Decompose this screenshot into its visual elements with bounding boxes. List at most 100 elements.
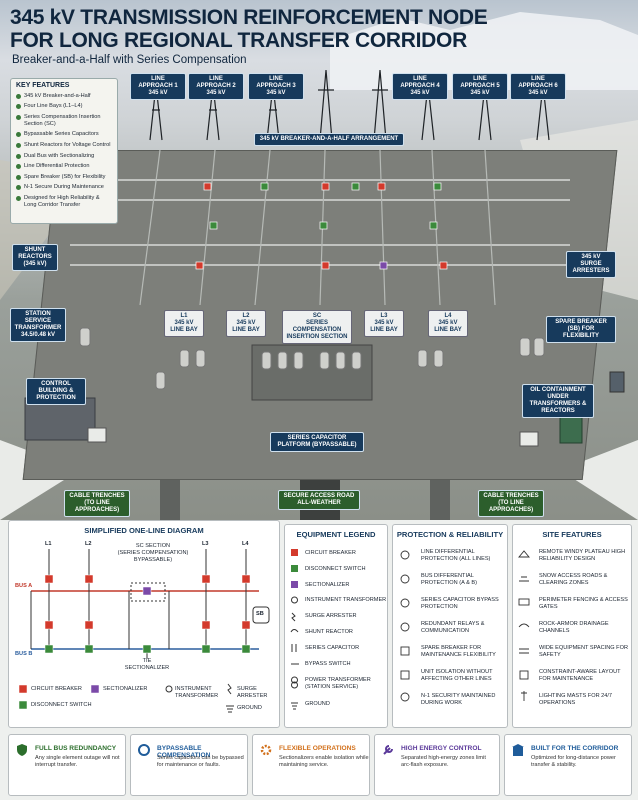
arrangement-label: 345 kV BREAKER-AND-A-HALF ARRANGEMENT — [254, 133, 404, 146]
site-item: LIGHTING MASTS FOR 24/7 OPERATIONS — [539, 693, 613, 706]
equipment-legend-panel: EQUIPMENT LEGEND CIRCUIT BREAKER DISCONN… — [284, 524, 388, 728]
protection-item: SPARE BREAKER FOR MAINTENANCE FLEXIBILIT… — [421, 645, 496, 658]
gear-icon — [260, 744, 272, 756]
bus-a-label: BUS A — [15, 583, 33, 589]
eq-sectionalizer: SECTIONALIZER — [305, 582, 350, 588]
legend-sectionalizer: SECTIONALIZER — [103, 686, 148, 692]
eq-power-transformer: POWER TRANSFORMER (STATION SERVICE) — [305, 677, 371, 690]
legend-circuit-breaker: CIRCUIT BREAKER — [31, 686, 82, 692]
protection-item: REDUNDANT RELAYS & COMMUNICATION — [421, 621, 485, 634]
one-line-l3-label: L3 — [202, 541, 209, 547]
eq-disconnect-switch: DISCONNECT SWITCH — [305, 566, 366, 572]
one-line-l1-label: L1 — [45, 541, 52, 547]
site-item: ROCK-ARMOR DRAINAGE CHANNELS — [539, 621, 609, 634]
page-subtitle: Breaker-and-a-Half with Series Compensat… — [12, 54, 247, 66]
one-line-l4-label: L4 — [242, 541, 249, 547]
cable-trenches-right-label: CABLE TRENCHES (TO LINE APPROACHES) — [478, 490, 544, 517]
one-line-diagram — [18, 549, 270, 713]
benefit-text: Optimized for long-distance power transf… — [531, 755, 616, 768]
site-item: WIDE EQUIPMENT SPACING FOR SAFETY — [539, 645, 628, 658]
spare-breaker-label: SPARE BREAKER (SB) FOR FLEXIBILITY — [546, 316, 616, 343]
protection-item: SERIES CAPACITOR BYPASS PROTECTION — [421, 597, 499, 610]
benefit-title: FLEXIBLE OPERATIONS — [279, 745, 356, 752]
feature-item: Four Line Bays (L1–L4) — [16, 103, 112, 110]
sc-section-label: SC SECTION(SERIES COMPENSATION)BYPASSABL… — [117, 543, 189, 563]
equipment-legend-title: EQUIPMENT LEGEND — [296, 530, 376, 539]
cable-trenches-left-label: CABLE TRENCHES (TO LINE APPROACHES) — [64, 490, 130, 517]
eq-bypass-switch: BYPASS SWITCH — [305, 661, 351, 667]
site-icons — [518, 550, 530, 701]
shunt-reactors-label: SHUNT REACTORS (345 kV) — [12, 244, 58, 271]
benefit-high-energy-control: HIGH ENERGY CONTROL Separated high-energ… — [374, 734, 500, 796]
key-features-panel: KEY FEATURES 345 kV Breaker-and-a-Half F… — [10, 78, 118, 224]
protection-item: N-1 SECURITY MAINTAINED DURING WORK — [421, 693, 496, 706]
site-item: REMOTE WINDY PLATEAU HIGH RELIABILITY DE… — [539, 549, 626, 562]
eq-instrument-transformer: INSTRUMENT TRANSFORMER — [305, 597, 387, 603]
legend-disconnect-switch: DISCONNECT SWITCH — [31, 702, 92, 708]
surge-arresters-label: 345 kV SURGE ARRESTERS — [566, 251, 616, 278]
one-line-title: SIMPLIFIED ONE-LINE DIAGRAM — [84, 526, 204, 535]
wrench-icon — [383, 745, 393, 755]
eq-circuit-breaker: CIRCUIT BREAKER — [305, 550, 356, 556]
sb-label: SB — [256, 611, 264, 617]
site-item: CONSTRAINT-AWARE LAYOUT FOR MAINTENANCE — [539, 669, 621, 682]
protection-panel: PROTECTION & RELIABILITY LINE DIFFERENTI… — [392, 524, 508, 728]
benefit-text: Separated high-energy zones limit arc-fl… — [401, 755, 486, 768]
shield-icon — [17, 744, 27, 756]
feature-item: Shunt Reactors for Voltage Control — [16, 142, 112, 149]
benefit-bypassable-compensation: BYPASSABLE COMPENSATION Series capacitor… — [130, 734, 248, 796]
feature-item: Dual Bus with Sectionalizing — [16, 153, 112, 160]
oil-containment-label: OIL CONTAINMENT UNDER TRANSFORMERS & REA… — [522, 384, 594, 418]
feature-item: 345 kV Breaker-and-a-Half — [16, 93, 112, 100]
protection-item: LINE DIFFERENTIAL PROTECTION (ALL LINES) — [421, 549, 491, 562]
benefit-title: HIGH ENERGY CONTROL — [401, 745, 482, 752]
eq-surge-arrester: SURGE ARRESTER — [305, 613, 357, 619]
benefit-bus-redundancy: FULL BUS REDUNDANCY Any single element o… — [8, 734, 126, 796]
benefit-title: BYPASSABLE COMPENSATION — [157, 745, 211, 759]
eq-ground: GROUND — [305, 701, 330, 707]
site-features-panel: SITE FEATURES REMOTE WINDY PLATEAU HIGH … — [512, 524, 632, 728]
legend-instrument-transformer: INSTRUMENT TRANSFORMER — [175, 686, 219, 699]
feature-item: Series Compensation Insertion Section (S… — [16, 114, 112, 128]
feature-item: Spare Breaker (SB) for Flexibility — [16, 174, 112, 181]
control-building-label: CONTROL BUILDING & PROTECTION — [26, 378, 86, 405]
legend-ground: GROUND — [237, 705, 262, 711]
protection-icons — [400, 550, 410, 702]
benefit-text: Series capacitors can be bypassed for ma… — [157, 755, 244, 768]
key-features-title: KEY FEATURES — [16, 82, 70, 89]
benefit-built-for-corridor: BUILT FOR THE CORRIDOR Optimized for lon… — [504, 734, 632, 796]
feature-item: N-1 Secure During Maintenance — [16, 184, 112, 191]
protection-item: UNIT ISOLATION WITHOUT AFFECTING OTHER L… — [421, 669, 493, 682]
feature-item: Designed for High Reliability & Long Cor… — [16, 195, 112, 209]
benefit-text: Any single element outage will not inter… — [35, 755, 120, 768]
protection-item: BUS DIFFERENTIAL PROTECTION (A & B) — [421, 573, 477, 586]
equipment-legend-icons — [290, 549, 299, 710]
one-line-diagram-panel: SIMPLIFIED ONE-LINE DIAGRAM — [8, 520, 280, 728]
site-item: SNOW ACCESS ROADS & CLEARING ZONES — [539, 573, 608, 586]
feature-item: Bypassable Series Capacitors — [16, 131, 112, 138]
legend-surge-arrester: SURGE ARRESTER — [237, 686, 268, 699]
eq-shunt-reactor: SHUNT REACTOR — [305, 629, 353, 635]
eq-series-capacitor: SERIES CAPACITOR — [305, 645, 360, 651]
cycle-icon — [138, 744, 150, 756]
benefit-flexible-operations: FLEXIBLE OPERATIONS Sectionalizers enabl… — [252, 734, 370, 796]
series-capacitor-platform-label: SERIES CAPACITOR PLATFORM (BYPASSABLE) — [270, 432, 364, 452]
building-icon — [512, 744, 524, 756]
benefit-text: Sectionalizers enable isolation while ma… — [279, 755, 369, 768]
access-road-label: SECURE ACCESS ROAD ALL-WEATHER — [278, 490, 360, 510]
protection-title: PROTECTION & RELIABILITY — [396, 530, 504, 539]
site-features-title: SITE FEATURES — [542, 530, 602, 539]
feature-item: Line Differential Protection — [16, 163, 112, 170]
